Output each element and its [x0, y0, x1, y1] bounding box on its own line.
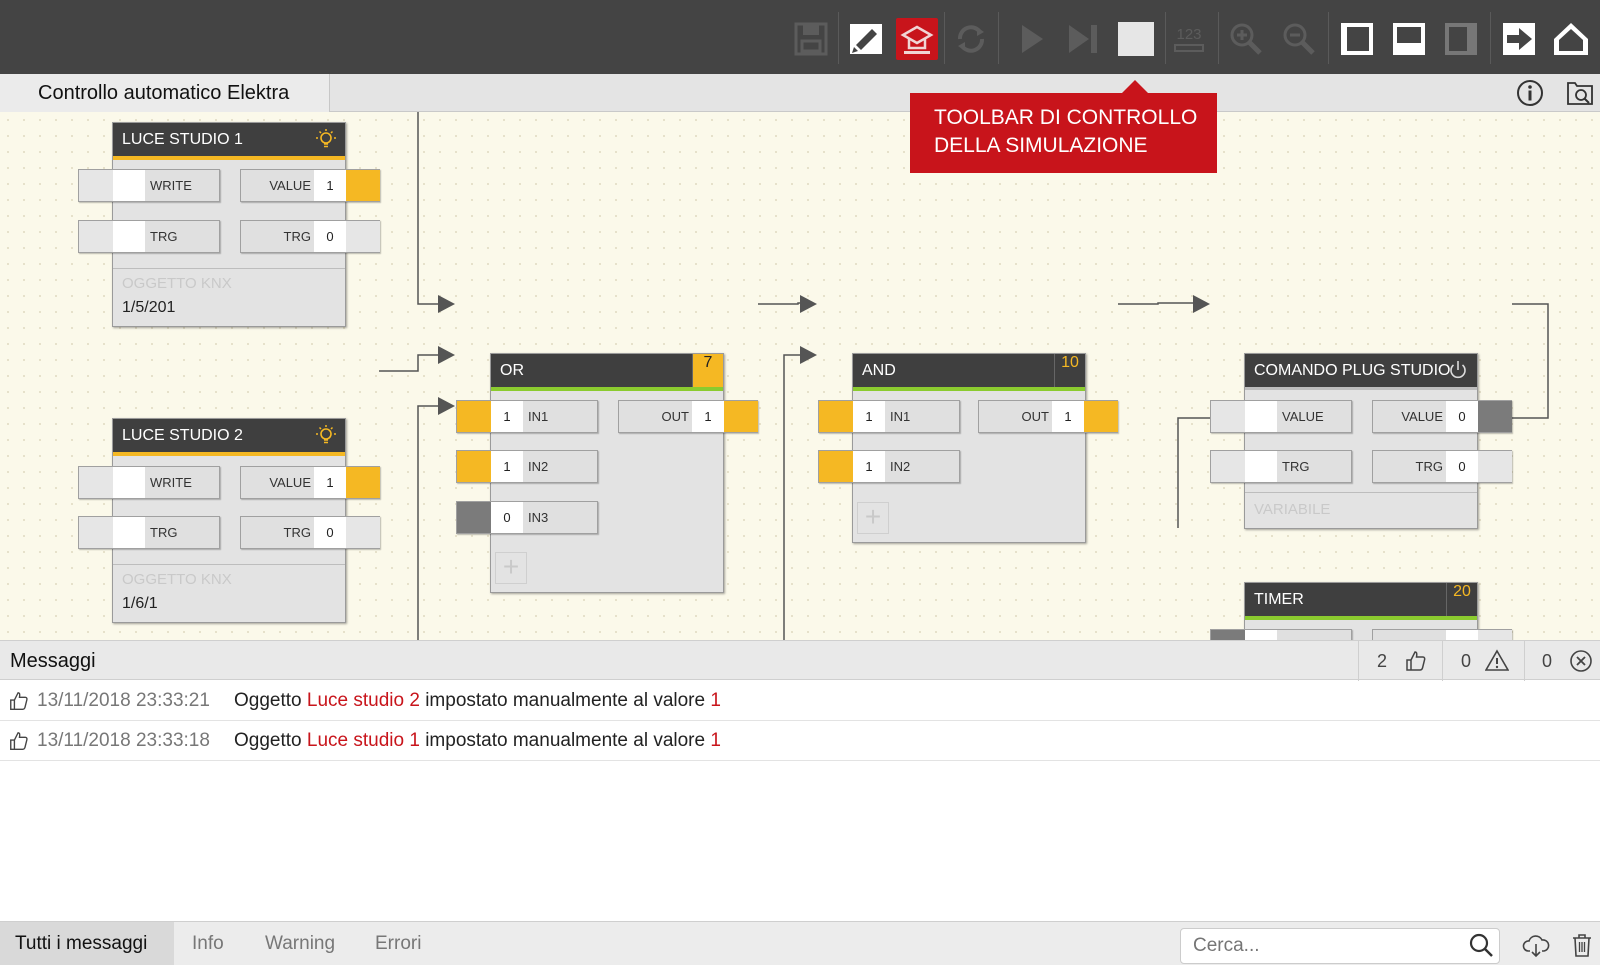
block-number: 7	[692, 354, 723, 387]
input-write[interactable]: WRITE	[78, 169, 220, 202]
input-pin[interactable]	[1210, 629, 1352, 640]
group-address: 1/6/1	[122, 595, 158, 612]
values-icon[interactable]: 123	[1168, 18, 1210, 60]
ok-count[interactable]: 2	[1358, 641, 1442, 681]
search-icon[interactable]	[1468, 932, 1494, 958]
power-icon	[1450, 361, 1466, 379]
output-trg[interactable]: TRG 0	[240, 220, 380, 253]
message-filter-bar: Tutti i messaggi Info Warning Errori	[0, 921, 1600, 965]
input-value[interactable]: VALUE	[1210, 400, 1352, 433]
info-icon[interactable]	[1515, 78, 1545, 108]
add-input-button[interactable]: +	[857, 502, 889, 534]
output-value[interactable]: VALUE 1	[240, 169, 380, 202]
message-timestamp: 13/11/2018 23:33:21	[37, 690, 210, 711]
input-in1[interactable]: 1 IN1	[456, 400, 598, 433]
cloud-download-icon[interactable]	[1522, 931, 1550, 959]
block-title: AND	[853, 354, 1085, 387]
object-info: VARIABILE	[1245, 492, 1477, 528]
block-title: COMANDO PLUG STUDIO	[1245, 354, 1477, 387]
group-address: 1/5/201	[122, 299, 176, 316]
add-input-button[interactable]: +	[495, 552, 527, 584]
thumbs-up-icon	[10, 692, 28, 710]
filter-all-tab[interactable]: Tutti i messaggi	[0, 922, 174, 965]
message-text: Oggetto Luce studio 2 impostato manualme…	[234, 690, 721, 711]
message-row[interactable]: 13/11/2018 23:33:21 Oggetto Luce studio …	[0, 681, 1600, 721]
simulation-icon[interactable]	[896, 18, 938, 60]
warning-icon	[1485, 649, 1509, 671]
left-panel-icon[interactable]	[1336, 18, 1378, 60]
output-value[interactable]: VALUE 1	[240, 466, 380, 499]
brush-icon[interactable]	[845, 18, 887, 60]
object-info: OGGETTO KNX 1/5/201	[113, 268, 345, 326]
thumbs-up-icon	[10, 732, 28, 750]
step-forward-icon[interactable]	[1062, 18, 1104, 60]
block-number: 10	[1054, 354, 1085, 387]
zoom-out-icon[interactable]	[1278, 18, 1320, 60]
message-value: 1	[710, 730, 721, 751]
right-panel-icon[interactable]	[1440, 18, 1482, 60]
block-title: LUCE STUDIO 2	[113, 419, 345, 452]
tooltip-arrow	[1122, 80, 1148, 93]
messages-title: Messaggi	[10, 650, 96, 672]
thumbs-up-icon	[1406, 651, 1426, 671]
input-trg[interactable]: TRG	[1210, 450, 1352, 483]
input-trg[interactable]: TRG	[78, 220, 220, 253]
stop-icon[interactable]	[1115, 18, 1157, 60]
connection-wires	[379, 112, 1549, 640]
output-trg[interactable]: TRG 0	[1372, 450, 1512, 483]
message-object: Luce studio 2	[306, 690, 420, 711]
filter-warning-tab[interactable]: Warning	[265, 933, 336, 954]
home-icon[interactable]	[1550, 18, 1592, 60]
block-comando-plug-studio[interactable]: COMANDO PLUG STUDIO VARIABILE	[1244, 353, 1478, 529]
bottom-panel-icon[interactable]	[1388, 18, 1430, 60]
bulb-icon	[316, 425, 336, 444]
output-trg[interactable]: TRG 0	[240, 516, 380, 549]
filter-info-tab[interactable]: Info	[192, 933, 224, 954]
play-icon[interactable]	[1010, 18, 1052, 60]
error-count[interactable]: 0	[1524, 641, 1600, 681]
document-title: Controllo automatico Elektra	[38, 82, 290, 104]
input-in1[interactable]: 1 IN1	[818, 400, 960, 433]
message-value: 1	[710, 690, 721, 711]
output-out[interactable]: OUT 1	[618, 400, 758, 433]
trash-icon[interactable]	[1568, 931, 1596, 959]
warning-count[interactable]: 0	[1442, 641, 1524, 681]
input-in2[interactable]: 1 IN2	[456, 450, 598, 483]
logic-canvas[interactable]: LUCE STUDIO 1 OGGETTO KNX 1/5/201 WRITE …	[0, 112, 1600, 640]
block-and[interactable]: AND 10 +	[852, 353, 1086, 543]
search-preview-icon[interactable]	[1565, 78, 1595, 108]
search-input[interactable]	[1180, 928, 1500, 964]
object-info: OGGETTO KNX 1/6/1	[113, 564, 345, 622]
error-icon	[1570, 650, 1592, 672]
input-in2[interactable]: 1 IN2	[818, 450, 960, 483]
bulb-icon	[316, 129, 336, 148]
document-tab[interactable]: Controllo automatico Elektra	[0, 74, 330, 112]
input-write[interactable]: WRITE	[78, 466, 220, 499]
message-object: Luce studio 1	[306, 730, 420, 751]
input-in3[interactable]: 0 IN3	[456, 501, 598, 534]
output-value[interactable]: VALUE 0	[1372, 400, 1512, 433]
messages-header: Messaggi 2 0 0	[0, 640, 1600, 681]
zoom-in-icon[interactable]	[1225, 18, 1267, 60]
block-title: LUCE STUDIO 1	[113, 123, 345, 156]
message-text: Oggetto Luce studio 1 impostato manualme…	[234, 730, 721, 751]
main-toolbar: 123	[0, 0, 1600, 74]
message-timestamp: 13/11/2018 23:33:18	[37, 730, 210, 751]
block-title: OR	[491, 354, 723, 387]
block-title: TIMER	[1245, 583, 1477, 616]
svg-text:123: 123	[1176, 26, 1201, 43]
save-icon[interactable]	[790, 18, 832, 60]
exit-icon[interactable]	[1498, 18, 1540, 60]
output-pin[interactable]	[1372, 629, 1512, 640]
filter-errors-tab[interactable]: Errori	[375, 933, 422, 954]
document-tabbar: Controllo automatico Elektra	[0, 74, 1600, 112]
message-row[interactable]: 13/11/2018 23:33:18 Oggetto Luce studio …	[0, 721, 1600, 761]
simulation-toolbar-tooltip: TOOLBAR DI CONTROLLO DELLA SIMULAZIONE	[910, 93, 1217, 173]
block-timer[interactable]: TIMER 20	[1244, 582, 1478, 640]
refresh-icon[interactable]	[950, 18, 992, 60]
output-out[interactable]: OUT 1	[978, 400, 1118, 433]
block-number: 20	[1446, 583, 1477, 616]
input-trg[interactable]: TRG	[78, 516, 220, 549]
